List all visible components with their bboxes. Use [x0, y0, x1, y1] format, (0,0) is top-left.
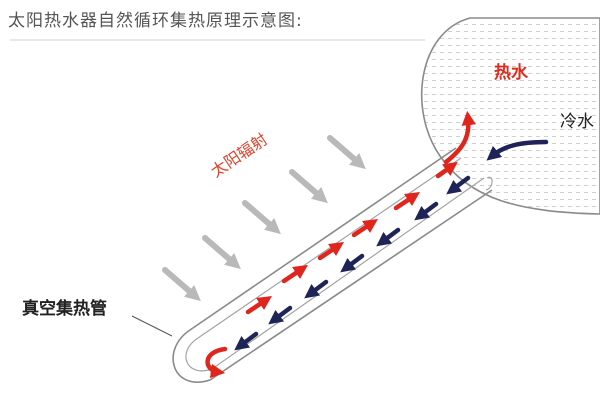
sun-ray-arrow [289, 169, 328, 204]
water-tank [420, 17, 600, 215]
sun-rays [162, 135, 366, 302]
hot-flow-arrow [351, 219, 378, 238]
hot-flow-arrow [245, 296, 272, 315]
vacuum-tube-leader [131, 315, 173, 337]
hot-flow-arrow [317, 242, 344, 261]
cold-flow-inlet-arrow [486, 139, 549, 161]
vacuum-tube-inner [185, 157, 485, 372]
sun-ray-arrow [202, 235, 241, 270]
hot-flow [205, 110, 476, 379]
hot-flow-curve-arrow [205, 346, 228, 379]
hot-flow-riser-arrow [443, 110, 476, 165]
cold-flow-arrow [446, 175, 471, 195]
cold-flow-arrow [414, 201, 439, 221]
vacuum-tube-label: 真空集热管 [22, 299, 107, 319]
cold-flow-arrow [376, 227, 401, 247]
sun-ray-arrow [162, 267, 201, 302]
cold-flow-arrow [268, 305, 293, 325]
cold-flow-arrow [234, 331, 259, 351]
vacuum-tube-neck [485, 176, 493, 191]
hot-water-label: 热水 [494, 63, 528, 83]
sun-ray-arrow [327, 135, 366, 170]
cold-flow-arrow [304, 279, 329, 299]
sun-ray-arrow [242, 200, 281, 235]
cold-water-label: 冷水 [560, 112, 594, 132]
water-tank-body [420, 17, 600, 215]
hot-flow-arrow [393, 192, 420, 211]
hot-flow-arrow [435, 161, 458, 179]
cold-flow-arrow [340, 253, 365, 273]
hot-flow-arrow [281, 265, 308, 284]
cold-flow [234, 139, 549, 351]
diagram-title: 太阳热水器自然循环集热原理示意图: [8, 11, 303, 31]
vacuum-tube [172, 147, 493, 383]
vacuum-tube-outer [172, 147, 493, 383]
